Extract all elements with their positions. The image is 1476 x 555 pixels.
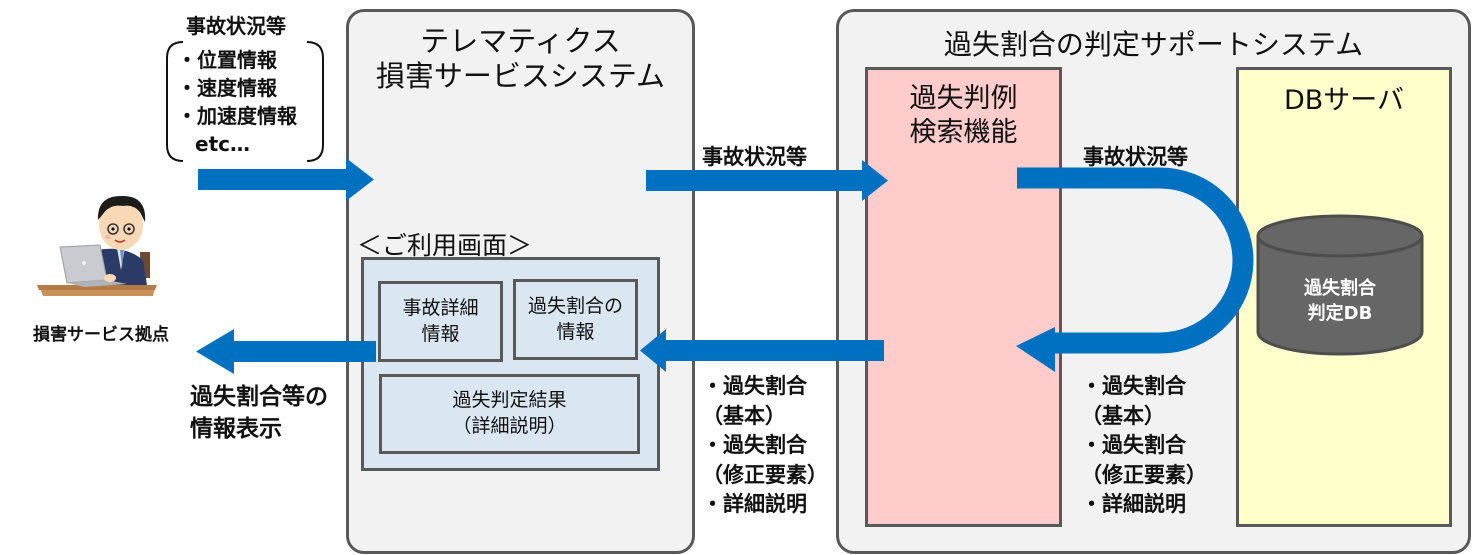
user-label: 損害サービス拠点 xyxy=(33,325,169,345)
database-label-line: 判定DB xyxy=(1307,303,1373,324)
search-title-line-1: 過失判例 xyxy=(909,83,1018,114)
db-response-item: （修正要素） xyxy=(1081,462,1207,487)
arrow-telematics-to-search xyxy=(646,160,888,201)
input-info-item: ・加速度情報 xyxy=(177,104,297,128)
flow-from-support-item: ・過失割合 xyxy=(702,433,807,457)
flow-from-support-item: ・過失割合 xyxy=(702,374,807,398)
accident-detail-line-2: 情報 xyxy=(421,322,460,345)
db-response-item: ・過失割合 xyxy=(1081,374,1186,398)
input-info-item: ・位置情報 xyxy=(177,48,277,72)
db-response-item: ・詳細説明 xyxy=(1081,492,1186,516)
arrow-input-to-telematics xyxy=(198,158,374,201)
query-label: 事故状況等 xyxy=(1083,145,1188,169)
accident-detail-line-1: 事故詳細 xyxy=(402,296,479,319)
telematics-title-line-1: テレマティクス xyxy=(420,24,621,58)
input-info-list: ・位置情報 ・速度情報 ・加速度情報 etc… xyxy=(177,46,297,158)
fault-ratio-line-1: 過失割合の xyxy=(527,294,623,317)
usage-screen-label: ＜ご利用画面＞ xyxy=(357,231,533,260)
support-system-title: 過失割合の判定サポートシステム xyxy=(943,28,1364,61)
input-info-title: 事故状況等 xyxy=(186,14,286,38)
db-response-item: ・過失割合 xyxy=(1081,433,1186,457)
flow-from-support-list: ・過失割合 （基本） ・過失割合 （修正要素） ・詳細説明 xyxy=(702,372,828,520)
arrow-search-to-screen xyxy=(640,329,884,372)
input-info-item: ・速度情報 xyxy=(177,76,277,100)
input-info-bracket xyxy=(166,41,324,162)
flow-from-support-item: ・詳細説明 xyxy=(702,492,807,516)
precedent-search-function-box: 過失判例 検索機能 xyxy=(865,67,1062,527)
fault-ratio-info-box: 過失割合の 情報 xyxy=(513,279,638,360)
output-info-line: 過失割合等の xyxy=(190,384,328,410)
fault-result-line-2: （詳細説明） xyxy=(452,415,567,437)
arrow-db-query-roundtrip xyxy=(1016,167,1254,372)
telematics-system-title: テレマティクス 損害サービスシステム xyxy=(349,24,692,95)
database-cylinder-icon xyxy=(1256,214,1424,356)
fault-result-line-1: 過失判定結果 xyxy=(452,389,567,412)
db-response-list: ・過失割合 （基本） ・過失割合 （修正要素） ・詳細説明 xyxy=(1081,372,1207,520)
search-title-line-2: 検索機能 xyxy=(909,116,1018,148)
db-server-title: DBサーバ xyxy=(1283,85,1405,116)
database-label-line: 過失割合 xyxy=(1304,278,1376,299)
flow-from-support-item: （修正要素） xyxy=(702,462,828,487)
fault-judgment-result-box: 過失判定結果 （詳細説明） xyxy=(379,374,640,454)
precedent-search-title: 過失判例 検索機能 xyxy=(868,82,1059,150)
telematics-title-line-2: 損害サービスシステム xyxy=(375,59,666,94)
output-info-line: 情報表示 xyxy=(190,416,282,442)
arrow-telematics-to-user xyxy=(196,329,376,374)
database-label: 過失割合 判定DB xyxy=(1254,276,1426,326)
office-worker-laptop-icon xyxy=(37,195,157,296)
output-info-label: 過失割合等の 情報表示 xyxy=(190,381,328,445)
db-response-item: （基本） xyxy=(1081,403,1165,428)
input-info-item: etc… xyxy=(195,132,250,156)
flow-from-support-item: （基本） xyxy=(702,403,786,428)
flow-to-support-label: 事故状況等 xyxy=(702,145,807,169)
fault-ratio-line-2: 情報 xyxy=(556,320,595,343)
accident-detail-info-box: 事故詳細 情報 xyxy=(378,281,503,362)
